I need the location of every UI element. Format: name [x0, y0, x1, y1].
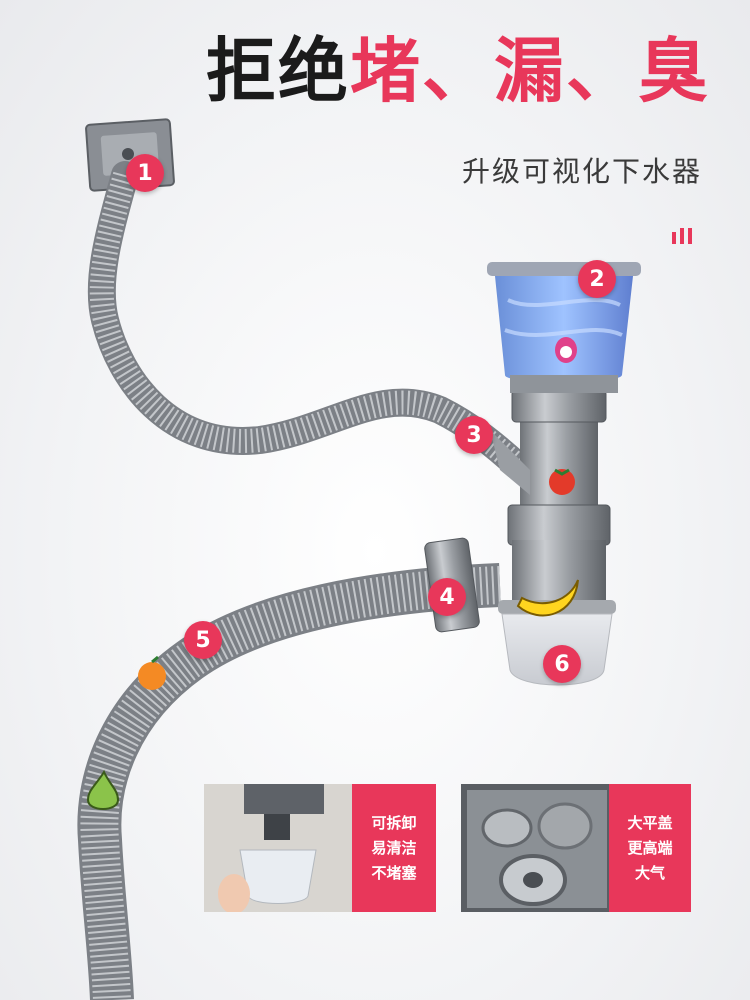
label-line: 不堵塞: [371, 863, 417, 882]
callout-4: 4: [428, 578, 466, 616]
label-line: 可拆卸: [371, 813, 417, 832]
photo-removable-cup: 可拆卸 易清洁 不堵塞: [204, 784, 436, 912]
photo-label-removable: 可拆卸 易清洁 不堵塞: [352, 784, 436, 912]
drain-body: [490, 380, 611, 610]
pear-icon: [86, 769, 120, 810]
callout-2: 2: [578, 260, 616, 298]
label-line: 大气: [634, 863, 665, 882]
dragonfruit-icon: [555, 337, 577, 363]
orange-icon: [138, 655, 166, 690]
headline-part2: 堵、漏、臭: [350, 30, 710, 112]
subtitle: 升级可视化下水器: [461, 155, 702, 188]
headline: 拒绝堵、漏、臭: [206, 36, 710, 106]
banana-icon: [516, 579, 579, 617]
tomato-icon: [549, 468, 575, 495]
callout-1: 1: [126, 154, 164, 192]
headline-part1: 拒绝: [206, 30, 350, 112]
overflow-hose: [87, 161, 534, 482]
label-line: 更高端: [627, 838, 673, 857]
callout-5: 5: [184, 621, 222, 659]
callout-6: 6: [543, 645, 581, 683]
photo-flat-cover: 大平盖 更高端 大气: [461, 784, 691, 912]
flat-cover-image: [461, 784, 609, 912]
label-line: 易清洁: [371, 838, 417, 857]
strainer-cup: [487, 262, 641, 393]
removable-cup-image: [204, 784, 352, 912]
accent-bars: [672, 228, 694, 244]
callout-3: 3: [455, 416, 493, 454]
photo-label-cover: 大平盖 更高端 大气: [609, 784, 691, 912]
label-line: 大平盖: [627, 813, 673, 832]
